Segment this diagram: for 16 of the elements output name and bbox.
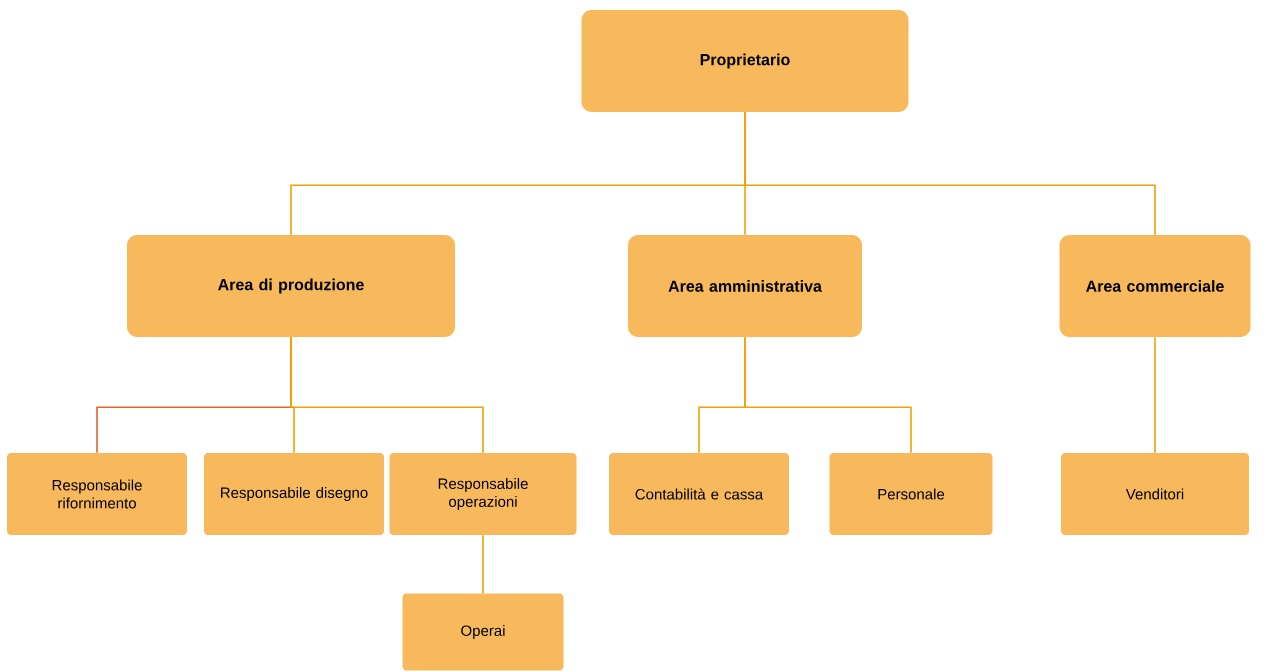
- org-box: Responsabile operazioni: [389, 453, 577, 535]
- org-box: Responsabile rifornimento: [7, 453, 187, 535]
- connector-line: [744, 336, 912, 454]
- org-box: Responsabile disegno: [204, 453, 384, 535]
- connector-line: [290, 336, 484, 454]
- org-box: Contabilità e cassa: [609, 453, 789, 535]
- org-box: Area di produzione: [127, 235, 455, 337]
- org-box: Venditori: [1061, 453, 1249, 535]
- org-box: Area commerciale: [1059, 235, 1251, 337]
- org-box: Operai: [402, 593, 564, 671]
- org-box: Proprietario: [581, 10, 909, 112]
- connector-line: [482, 534, 484, 595]
- org-box: Personale: [829, 453, 993, 535]
- connector-line: [744, 111, 1156, 236]
- connector-line: [1154, 336, 1156, 454]
- org-box: Area amministrativa: [628, 235, 862, 337]
